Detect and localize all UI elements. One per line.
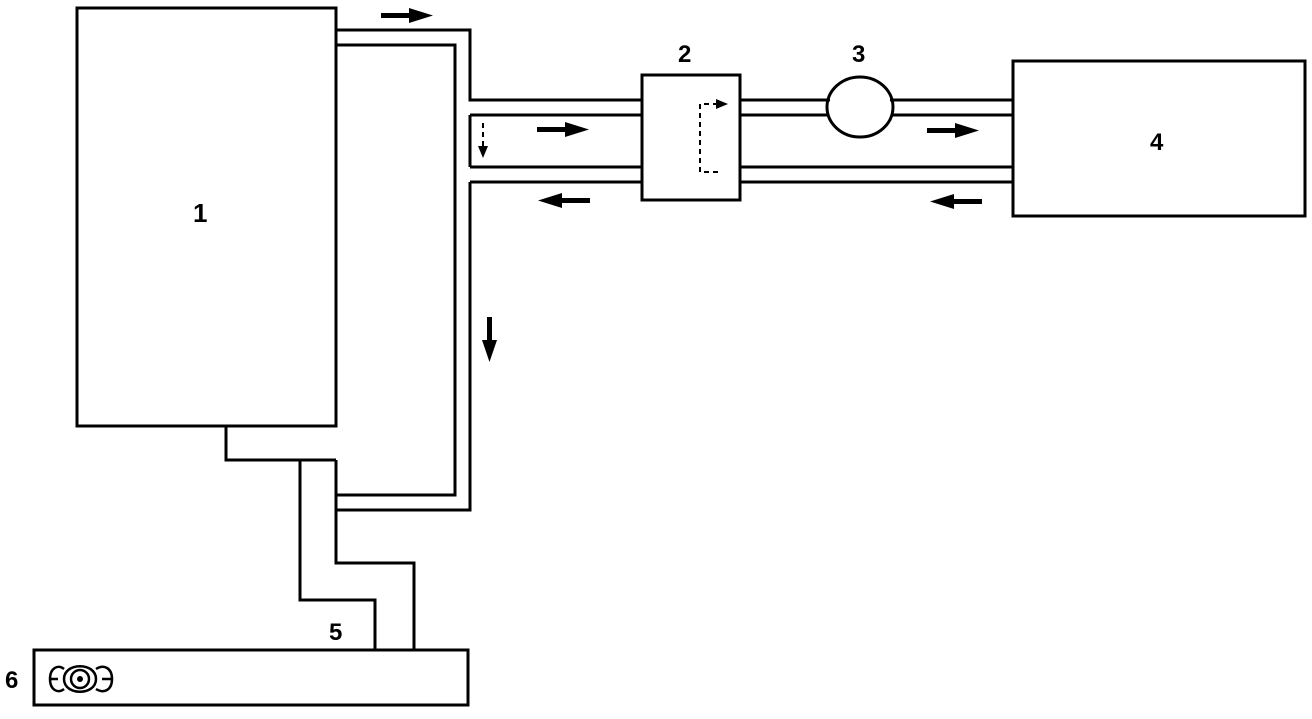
label-hose: 5 — [329, 619, 342, 646]
label-tank: 6 — [5, 667, 18, 694]
pipe-outer-down — [336, 182, 472, 512]
flow-arrow-top-right — [381, 8, 433, 23]
coolant-pump — [825, 75, 895, 139]
flow-arrow-return-left — [538, 193, 590, 208]
label-engine: 1 — [193, 198, 207, 228]
flow-arrow-heater-out-left — [930, 194, 982, 209]
flow-arrow-heater-in-right — [927, 123, 979, 138]
expansion-tank — [32, 648, 470, 707]
label-valve: 2 — [678, 41, 691, 68]
engine-lower-tab — [224, 426, 336, 462]
flow-arrow-down — [482, 317, 497, 362]
engine-block — [75, 6, 338, 428]
pipe-outer — [336, 28, 642, 102]
tank-cap-icon — [48, 665, 114, 693]
valve-bypass-path — [699, 103, 718, 173]
hose-tank-outer — [298, 460, 377, 650]
flow-arrow-dashed-down — [478, 123, 488, 158]
heater-core — [1011, 59, 1307, 218]
label-pump: 3 — [852, 41, 865, 68]
label-heater: 4 — [1150, 129, 1164, 156]
control-valve — [640, 73, 742, 202]
pipe-inner-top — [336, 43, 457, 497]
flow-arrow-supply-right — [537, 122, 589, 137]
valve-bypass-arrowhead — [716, 99, 728, 109]
